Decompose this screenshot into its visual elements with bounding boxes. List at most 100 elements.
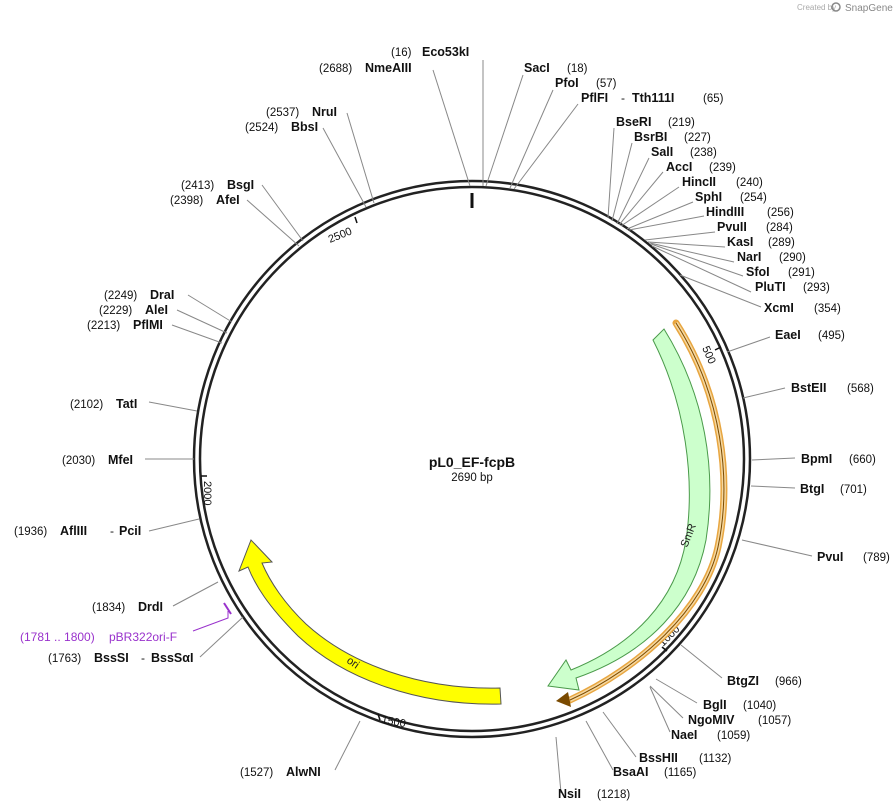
svg-text:(1527): (1527) xyxy=(240,767,273,779)
svg-text:KasI: KasI xyxy=(727,235,753,249)
svg-text:BssSI: BssSI xyxy=(94,651,129,665)
site-bsshii: BssHII (1132) xyxy=(639,751,732,765)
svg-text:(238): (238) xyxy=(690,147,717,159)
svg-text:AlwNI: AlwNI xyxy=(286,765,321,779)
svg-text:XcmI: XcmI xyxy=(764,301,794,315)
svg-text:(240): (240) xyxy=(736,177,763,189)
site-btgi: BtgI(701) xyxy=(800,482,867,496)
svg-text:-: - xyxy=(110,524,114,538)
svg-text:(284): (284) xyxy=(766,222,793,234)
svg-text:PciI: PciI xyxy=(119,524,141,538)
svg-text:NgoMIV: NgoMIV xyxy=(688,713,735,727)
svg-text:AflIII: AflIII xyxy=(60,524,87,538)
svg-text:(2398): (2398) xyxy=(170,195,203,207)
site-sfoi: SfoI (291) xyxy=(746,265,815,279)
svg-text:PfoI: PfoI xyxy=(555,76,579,90)
svg-text:2000: 2000 xyxy=(201,481,213,505)
site-mfei: (2030)MfeI xyxy=(62,453,133,467)
site-pflmi: (2213)PflMI xyxy=(87,318,163,332)
svg-text:(293): (293) xyxy=(803,282,830,294)
site-sali: SalI(238) xyxy=(651,145,717,159)
scale-tick-1500: 1500 xyxy=(377,713,407,730)
site-pvuii: PvuII (284) xyxy=(717,220,793,234)
svg-text:DraI: DraI xyxy=(150,288,174,302)
site-bsssi: (1763)BssSI-BssSαI xyxy=(48,651,193,665)
restriction-sites: (16)Eco53kI (2688)NmeAIII SacI(18) PfoI(… xyxy=(14,45,890,801)
svg-text:(1132): (1132) xyxy=(699,753,732,765)
svg-text:(254): (254) xyxy=(740,192,767,204)
svg-text:AfeI: AfeI xyxy=(216,193,240,207)
svg-text:-: - xyxy=(621,91,625,105)
svg-text:(256): (256) xyxy=(767,207,794,219)
site-ngomiv: NgoMIV(1057) xyxy=(688,713,791,727)
feature-smr: SmR xyxy=(547,319,728,707)
svg-text:NruI: NruI xyxy=(312,105,337,119)
svg-text:(1218): (1218) xyxy=(597,789,630,801)
svg-text:DrdI: DrdI xyxy=(138,600,163,614)
svg-text:PflFI: PflFI xyxy=(581,91,608,105)
site-bbsi: (2524) BbsI xyxy=(245,120,318,134)
site-nrui: (2537)NruI xyxy=(266,105,337,119)
svg-text:2500: 2500 xyxy=(327,225,354,245)
svg-text:NarI: NarI xyxy=(737,250,761,264)
svg-text:NaeI: NaeI xyxy=(671,728,697,742)
svg-text:BbsI: BbsI xyxy=(291,120,318,134)
svg-text:SfoI: SfoI xyxy=(746,265,770,279)
svg-text:(219): (219) xyxy=(668,117,695,129)
primer-name: pBR322ori-F xyxy=(109,630,177,644)
site-alwni: (1527) AlwNI xyxy=(240,765,321,779)
svg-text:BglI: BglI xyxy=(703,698,727,712)
svg-text:500: 500 xyxy=(699,344,717,366)
site-saci: SacI (18) xyxy=(524,61,588,75)
site-btgzi: BtgZI(966) xyxy=(727,674,802,688)
svg-text:(2413): (2413) xyxy=(181,180,214,192)
site-bseri: BseRI(219) xyxy=(616,115,695,129)
svg-text:(291): (291) xyxy=(788,267,815,279)
site-drai: (2249)DraI xyxy=(104,288,174,302)
svg-text:AleI: AleI xyxy=(145,303,168,317)
snapgene-logo-icon xyxy=(831,2,841,12)
site-bsgi: (2413)BsgI xyxy=(181,178,254,192)
site-nsii: NsiI (1218) xyxy=(558,787,630,801)
svg-text:(239): (239) xyxy=(709,162,736,174)
site-bpmi: BpmI (660) xyxy=(801,452,876,466)
svg-text:(2524): (2524) xyxy=(245,122,278,134)
svg-text:(1834): (1834) xyxy=(92,602,125,614)
svg-text:(660): (660) xyxy=(849,454,876,466)
svg-text:(227): (227) xyxy=(684,132,711,144)
svg-text:BpmI: BpmI xyxy=(801,452,832,466)
feature-ori: ori xyxy=(238,539,502,705)
svg-text:(495): (495) xyxy=(818,330,845,342)
svg-text:(1059): (1059) xyxy=(717,730,750,742)
svg-text:NsiI: NsiI xyxy=(558,787,581,801)
site-bsrbi: BsrBI(227) xyxy=(634,130,711,144)
svg-text:(290): (290) xyxy=(779,252,806,264)
svg-text:PflMI: PflMI xyxy=(133,318,163,332)
svg-text:-: - xyxy=(141,651,145,665)
site-hindiii: HindIII(256) xyxy=(706,205,794,219)
site-bgli: BglI(1040) xyxy=(703,698,776,712)
svg-text:BssHII: BssHII xyxy=(639,751,678,765)
site-acci: AccI(239) xyxy=(666,160,736,174)
svg-text:BsaAI: BsaAI xyxy=(613,765,648,779)
site-drdi: (1834) DrdI xyxy=(92,600,163,614)
svg-text:(568): (568) xyxy=(847,383,874,395)
svg-text:(18): (18) xyxy=(567,63,588,75)
site-pflfi: PflFI-Tth111I(65) xyxy=(581,91,724,105)
svg-text:(57): (57) xyxy=(596,78,617,90)
site-nmeaiii: (2688)NmeAIII xyxy=(319,61,412,75)
svg-text:SphI: SphI xyxy=(695,190,722,204)
svg-text:PvuII: PvuII xyxy=(717,220,747,234)
svg-text:PluTI: PluTI xyxy=(755,280,786,294)
svg-text:Eco53kI: Eco53kI xyxy=(422,45,469,59)
site-nari: NarI (290) xyxy=(737,250,806,264)
primer-pbr322ori-f: (1781 .. 1800) pBR322ori-F xyxy=(20,602,232,644)
svg-text:SacI: SacI xyxy=(524,61,550,75)
svg-text:(2688): (2688) xyxy=(319,63,352,75)
watermark-prefix: Created by xyxy=(797,3,836,12)
svg-text:(789): (789) xyxy=(863,552,890,564)
site-bsaai: BsaAI(1165) xyxy=(613,765,697,779)
svg-text:TatI: TatI xyxy=(116,397,137,411)
svg-text:(1936): (1936) xyxy=(14,526,47,538)
svg-text:Tth111I: Tth111I xyxy=(632,91,674,105)
